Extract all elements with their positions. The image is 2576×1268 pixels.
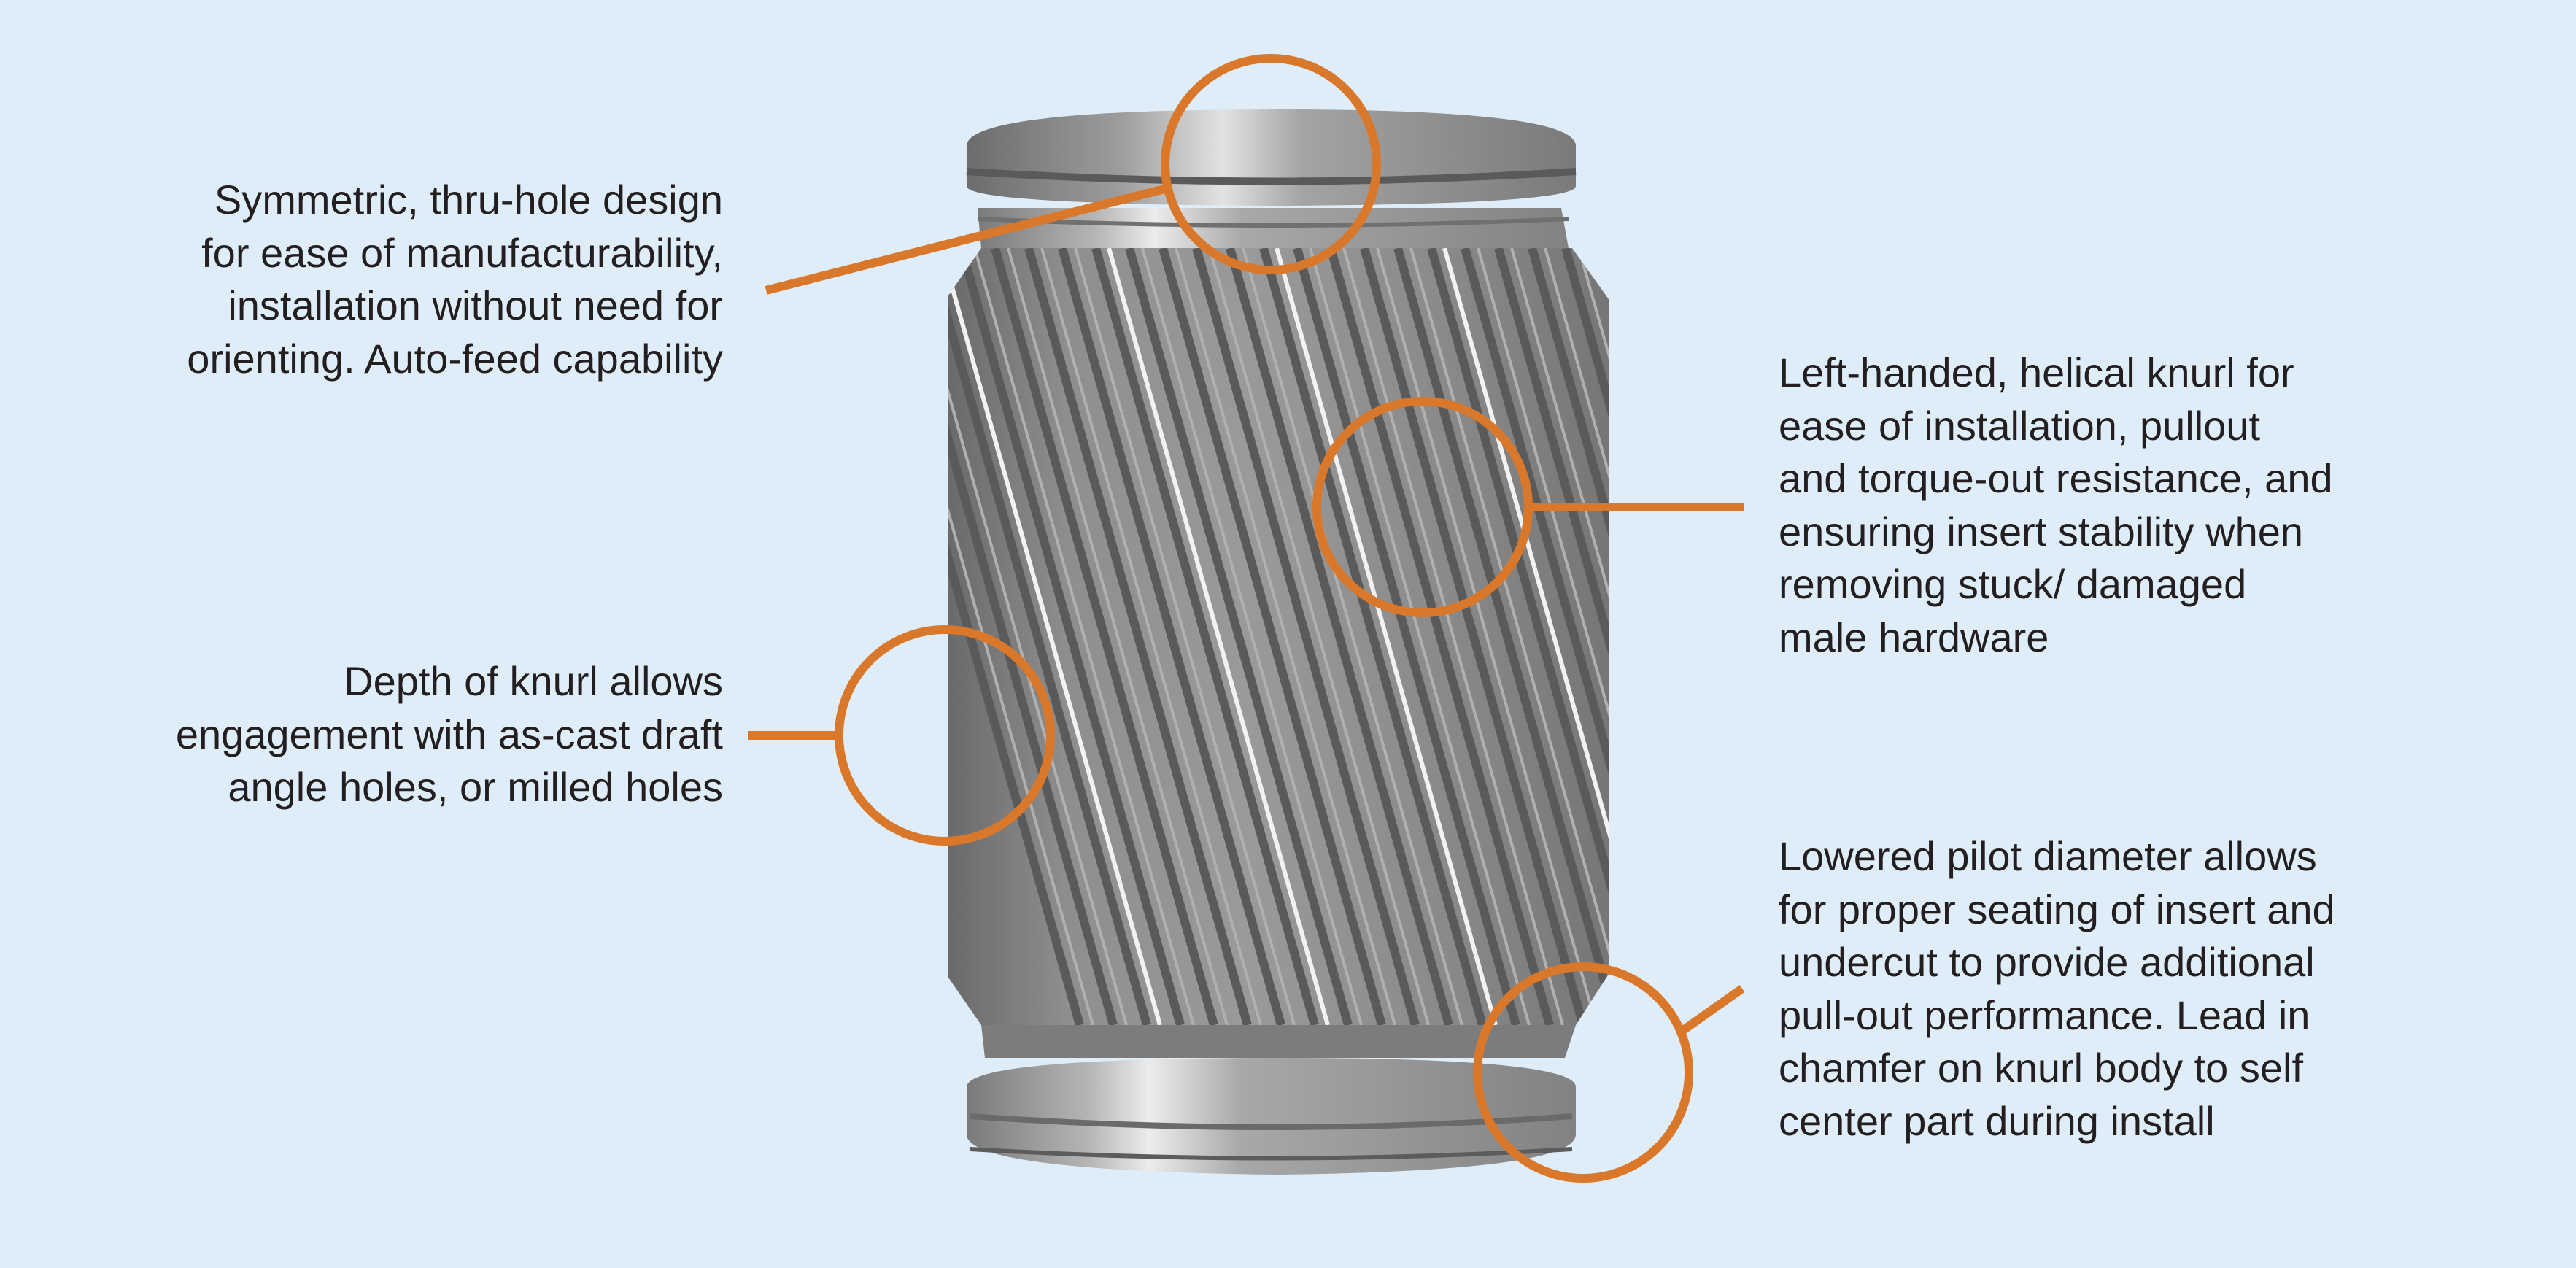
callout-line: engagement with as-cast draft: [175, 711, 723, 757]
knurl-groove: [991, 248, 1218, 1025]
knurl-highlight: [1208, 248, 1430, 1025]
knurl-groove: [1226, 248, 1453, 1025]
knurl-highlight: [1040, 248, 1262, 1025]
callout-line: installation without need for: [228, 282, 723, 328]
bottom-collar: [967, 1025, 1576, 1175]
knurl-groove: [1528, 248, 1609, 1025]
callout-line: undercut to provide additional: [1779, 939, 2315, 985]
knurl-groove: [1091, 248, 1319, 1025]
leader-line-pilot-diameter: [1677, 985, 1745, 1036]
callout-line: orienting. Auto-feed capability: [187, 335, 723, 382]
knurl-highlight: [1175, 248, 1396, 1025]
knurl-groove: [1159, 248, 1386, 1025]
callout-line: ease of installation, pullout: [1779, 402, 2260, 449]
callout-line: center part during install: [1779, 1097, 2215, 1144]
callout-pilot-diameter: Lowered pilot diameter allows for proper…: [1779, 830, 2335, 1148]
knurl-groove: [1561, 248, 1609, 1025]
knurl-highlight: [1007, 248, 1229, 1025]
knurl-groove: [1427, 248, 1609, 1025]
knurl-groove: [1360, 248, 1587, 1025]
knurl-highlight: [1510, 248, 1609, 1025]
knurl-groove: [1494, 248, 1609, 1025]
callout-line: for proper seating of insert and: [1779, 886, 2335, 932]
knurl-highlight: [1275, 248, 1498, 1025]
knurl-highlight: [1376, 248, 1598, 1025]
knurl-groove: [957, 248, 1185, 1025]
leader-line-thru-hole: [765, 184, 1169, 295]
knurl-groove: [1192, 248, 1420, 1025]
callout-line: Depth of knurl allows: [344, 658, 723, 704]
knurl-groove: [1461, 248, 1609, 1025]
top-collar: [966, 109, 1577, 248]
knurl-highlight: [1309, 248, 1531, 1025]
callout-circle-pilot-diameter: [1473, 962, 1693, 1183]
callout-line: Lowered pilot diameter allows: [1779, 833, 2317, 879]
knurl-groove: [1326, 248, 1554, 1025]
knurl-highlight: [1442, 248, 1609, 1025]
knurl-highlight: [1477, 248, 1609, 1025]
knurl-groove: [1259, 248, 1487, 1025]
callout-line: angle holes, or milled holes: [228, 764, 723, 810]
knurl-highlight: [1342, 248, 1564, 1025]
callout-helical-knurl: Left-handed, helical knurl for ease of i…: [1779, 347, 2333, 664]
callout-thru-hole: Symmetric, thru-hole design for ease of …: [187, 174, 723, 385]
callout-line: chamfer on knurl body to self: [1779, 1045, 2304, 1091]
callout-line: ensuring insert stability when: [1779, 508, 2304, 554]
callout-line: and torque-out resistance, and: [1779, 455, 2333, 501]
knurl-groove: [1125, 248, 1353, 1025]
callout-line: Left-handed, helical knurl for: [1779, 349, 2294, 395]
callout-line: Symmetric, thru-hole design: [214, 177, 723, 223]
knurl-highlight: [1107, 248, 1330, 1025]
knurled-body: [948, 248, 1609, 1025]
callout-line: removing stuck/ damaged: [1779, 561, 2247, 607]
knurl-highlight: [1577, 248, 1609, 1025]
knurl-groove: [1293, 248, 1520, 1025]
knurl-highlight: [1141, 248, 1363, 1025]
knurl-groove: [1024, 248, 1252, 1025]
callout-line: pull-out performance. Lead in: [1779, 991, 2310, 1038]
knurl-highlight: [1544, 248, 1609, 1025]
knurl-highlight: [948, 248, 1128, 1025]
knurl-highlight: [1409, 248, 1609, 1025]
knurl-groove: [948, 248, 1151, 1025]
callout-circle-thru-hole: [1161, 54, 1381, 274]
knurl-highlight: [948, 248, 1162, 1025]
knurl-highlight: [1074, 248, 1296, 1025]
callout-knurl-depth: Depth of knurl allows engagement with as…: [176, 655, 723, 814]
knurl-groove: [1058, 248, 1285, 1025]
knurl-highlight: [1242, 248, 1463, 1025]
leader-lines: [748, 184, 1745, 1036]
knurl-groove: [948, 248, 1118, 1025]
callout-line: for ease of manufacturability,: [201, 229, 723, 276]
callout-markers: [835, 54, 1693, 1183]
knurl-highlight: [973, 248, 1195, 1025]
callout-line: male hardware: [1779, 614, 2049, 660]
knurl-groove: [1393, 248, 1609, 1025]
